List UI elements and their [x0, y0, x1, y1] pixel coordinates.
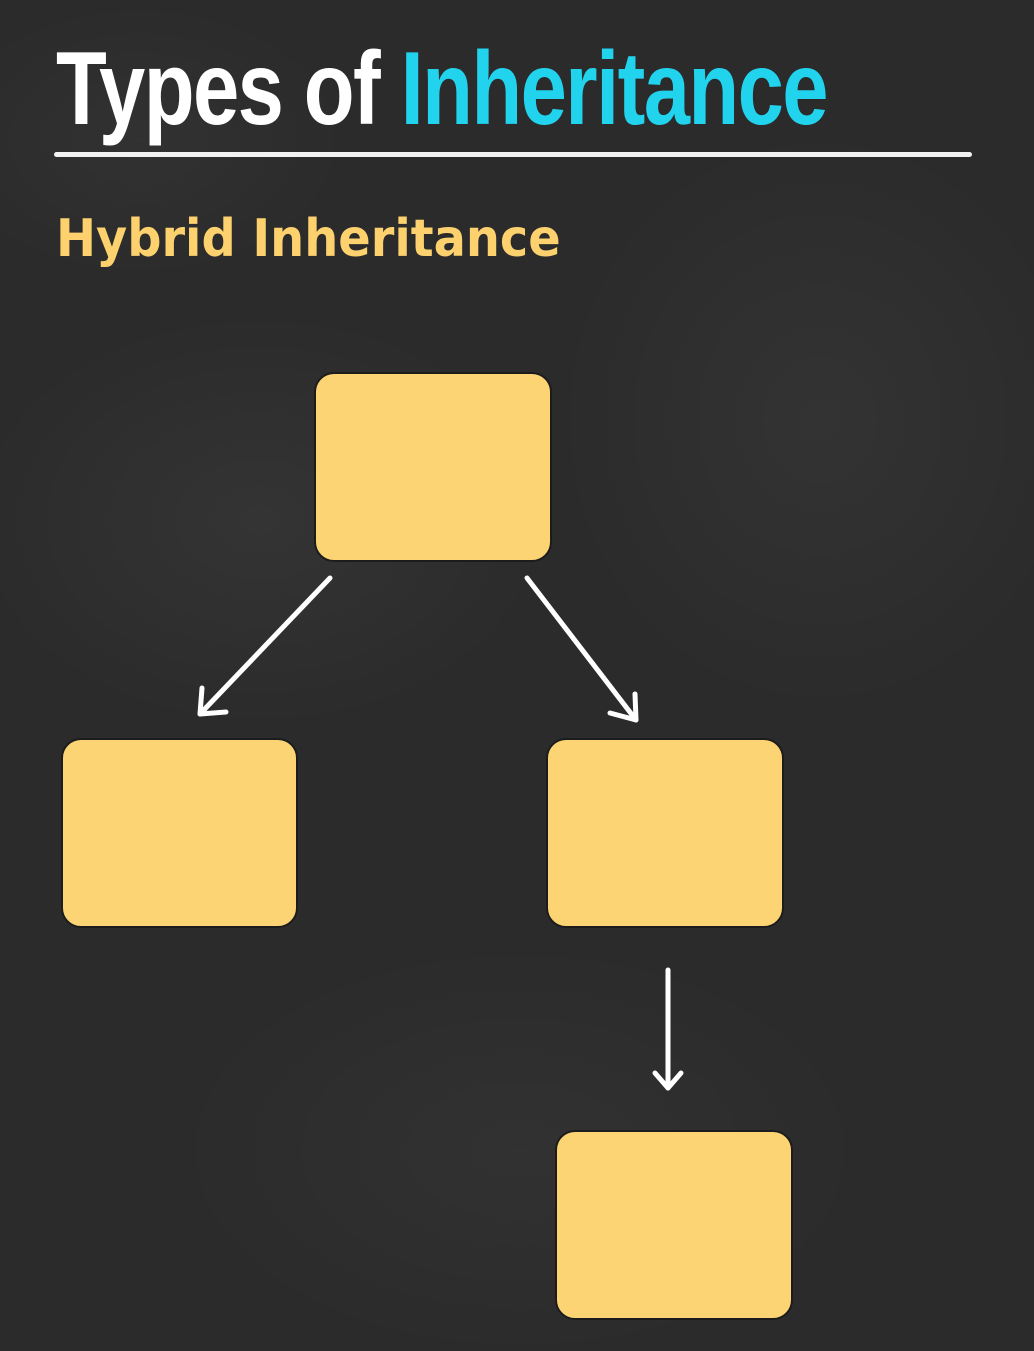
diagram-subtitle: Hybrid Inheritance	[56, 209, 561, 269]
node-left	[61, 738, 298, 928]
node-right	[546, 738, 784, 928]
title-part-types-of: Types of	[56, 31, 381, 147]
node-bottom	[555, 1130, 793, 1320]
node-top	[314, 372, 552, 562]
arrow-top-to-right	[524, 575, 639, 723]
page-title: Types of Inheritance	[56, 30, 829, 148]
arrow-top-to-left	[197, 575, 333, 717]
arrow-right-to-bottom	[652, 967, 684, 1091]
title-underline	[54, 152, 972, 157]
title-part-inheritance: Inheritance	[400, 31, 829, 147]
